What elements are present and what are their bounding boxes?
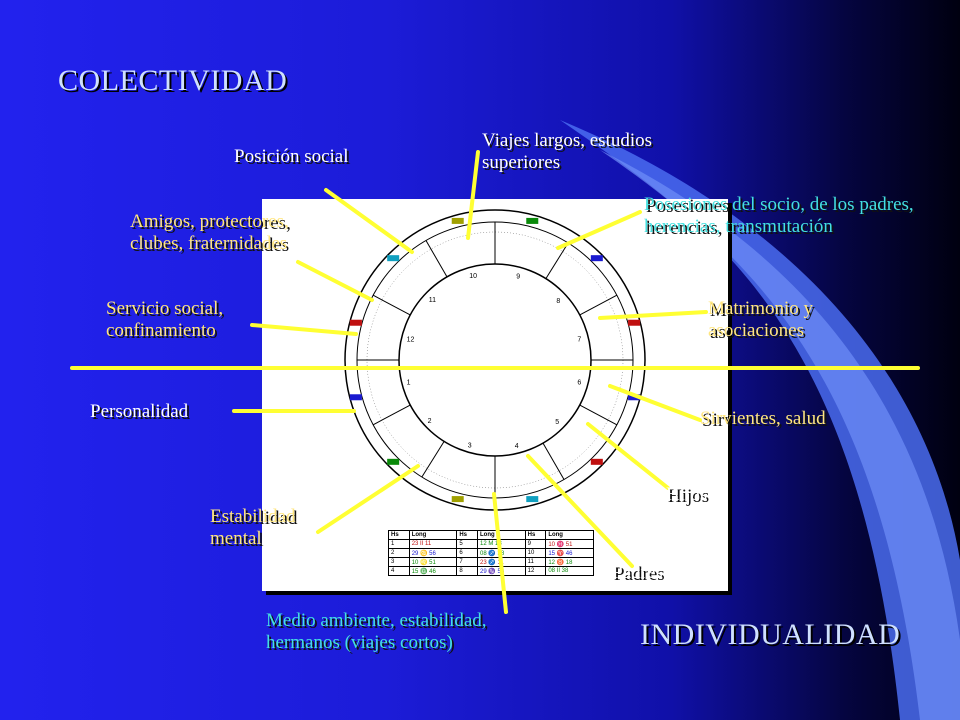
house-number: 9	[516, 273, 520, 280]
label-padres: Padres	[612, 562, 663, 583]
house-number: 3	[468, 443, 472, 450]
house-number: 10	[469, 273, 477, 280]
zodiac-glyph	[349, 394, 362, 401]
house-cusp-line	[579, 294, 618, 316]
table-cell: 4	[388, 566, 410, 576]
table-cell: 3	[388, 557, 410, 567]
zodiac-glyph	[526, 217, 539, 224]
house-number: 1	[407, 379, 411, 386]
label-posesiones: Posesiones del socio, de los padres, her…	[644, 194, 914, 237]
table-header: Hs	[388, 530, 410, 540]
table-cell: 15 ♎ 46	[408, 566, 458, 576]
zodiac-glyph	[590, 255, 603, 262]
zodiac-glyph	[387, 255, 400, 262]
table-cell: 12 ♉ 18	[545, 557, 594, 567]
zodiac-glyph	[590, 458, 603, 465]
table-header: Hs	[524, 530, 547, 540]
table-cell: 6	[456, 548, 478, 558]
label-estabilidad: Estabilidad mental	[210, 506, 296, 549]
house-cusp-line	[542, 442, 565, 480]
table-cell: 1	[388, 539, 410, 549]
label-servicio: Servicio social, confinamiento	[106, 298, 224, 341]
table-cell: 11	[524, 557, 547, 567]
house-cusp-line	[372, 404, 411, 426]
table-cell: 23 II 11	[408, 539, 458, 549]
table-cell: 9	[524, 539, 547, 549]
table-header-row: Hs Long Hs Long Hs Long	[388, 530, 594, 540]
table-cell: 5	[456, 539, 478, 549]
zodiac-glyph	[451, 496, 464, 503]
house-cusp-line	[545, 242, 569, 279]
table-cell: 29 ♋ 56	[408, 548, 458, 558]
label-medio: Medio ambiente, estabilidad, hermanos (v…	[266, 610, 487, 653]
house-cusp-line	[425, 240, 448, 278]
table-header: Long	[408, 530, 458, 540]
label-matrimonio: Matrimonio y asociaciones	[708, 298, 814, 341]
table-cell: 12	[524, 566, 547, 576]
table-cell: 10 ♓ 51	[545, 539, 594, 549]
table-cell: 7	[456, 557, 478, 567]
table-cell: 08 ♐ 38	[477, 548, 526, 558]
house-number: 12	[407, 337, 415, 344]
zodiac-glyph	[628, 394, 641, 401]
table-header: Hs	[456, 530, 478, 540]
table-cell: 29 ♑ 56	[477, 566, 526, 576]
table-cell: 10	[524, 548, 547, 558]
table-cell: 10 ♌ 51	[408, 557, 458, 567]
table-cell: 15 ♈ 46	[545, 548, 594, 558]
label-amigos: Amigos, protectores, clubes, fraternidad…	[130, 211, 289, 254]
house-number: 4	[515, 443, 519, 450]
zodiac-glyph	[387, 458, 400, 465]
label-hijos: Hijos	[666, 484, 708, 505]
house-cusp-line	[579, 404, 618, 426]
label-posicion-social: Posición social	[234, 146, 349, 167]
house-cusp-line	[372, 294, 411, 316]
label-personalidad: Personalidad	[90, 401, 189, 422]
zodiac-glyph	[349, 319, 362, 326]
house-cusp-line	[421, 441, 445, 478]
zodiac-glyph	[526, 496, 539, 503]
house-number: 8	[556, 298, 560, 305]
zodiac-glyph	[451, 217, 464, 224]
table-cell: 23 ♐ 11	[477, 557, 526, 567]
table-cell: 2	[388, 548, 410, 558]
table-cell: 12 M 18	[477, 539, 526, 549]
house-number: 6	[577, 379, 581, 386]
house-number: 2	[428, 418, 432, 425]
title-colectividad: COLECTIVIDAD	[58, 64, 288, 97]
zodiac-glyph	[628, 319, 641, 326]
label-sirvientes: Sirvientes, salud	[700, 408, 826, 429]
house-number: 5	[555, 419, 559, 426]
label-viajes: Viajes largos, estudios superiores	[482, 130, 653, 173]
table-header: Long	[545, 530, 594, 540]
title-individualidad: INDIVIDUALIDAD	[640, 618, 901, 651]
house-number: 11	[429, 297, 436, 304]
table-cell: 08 II 38	[545, 566, 594, 576]
table-header: Long	[477, 530, 526, 540]
house-number: 7	[577, 337, 581, 344]
table-cell: 8	[456, 566, 478, 576]
